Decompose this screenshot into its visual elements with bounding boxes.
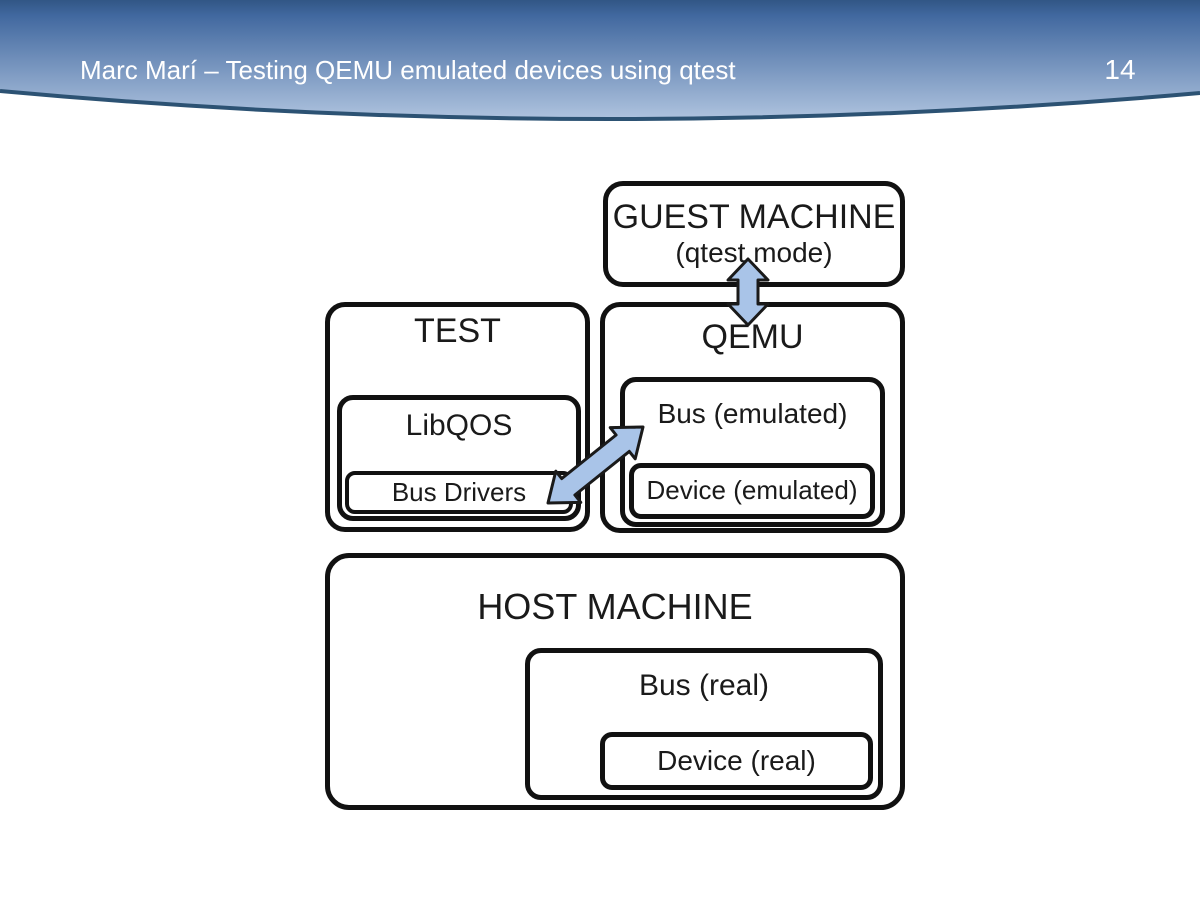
libqos-box: LibQOS Bus Drivers (337, 395, 581, 521)
test-box: TEST LibQOS Bus Drivers (325, 302, 590, 532)
header-curve-mask (0, 91, 1200, 135)
host-machine-title: HOST MACHINE (477, 586, 753, 627)
device-emulated-box: Device (emulated) (629, 463, 875, 519)
guest-machine-box: GUEST MACHINE (qtest mode) (603, 181, 905, 287)
bus-real-box: Bus (real) Device (real) (525, 648, 883, 800)
slide-title: Marc Marí – Testing QEMU emulated device… (80, 55, 736, 85)
device-emulated-label: Device (emulated) (646, 475, 858, 506)
header-banner (0, 0, 1200, 135)
bus-drivers-label: Bus Drivers (391, 476, 527, 507)
guest-machine-subtitle: (qtest mode) (675, 237, 833, 269)
bus-emulated-title: Bus (emulated) (657, 398, 848, 429)
bus-drivers-box: Bus Drivers (345, 471, 573, 514)
guest-machine-title: GUEST MACHINE (612, 198, 896, 237)
bus-emulated-box: Bus (emulated) Device (emulated) (620, 377, 885, 527)
header-curve-line (0, 89, 1200, 122)
page-number: 14 (1104, 54, 1136, 85)
libqos-title: LibQOS (405, 409, 513, 442)
test-title: TEST (414, 312, 501, 350)
bus-real-title: Bus (real) (638, 669, 770, 702)
device-real-label: Device (real) (657, 744, 816, 776)
device-real-box: Device (real) (600, 732, 873, 790)
host-machine-box: HOST MACHINE Bus (real) Device (real) (325, 553, 905, 810)
qemu-box: QEMU Bus (emulated) Device (emulated) (600, 302, 905, 533)
qemu-title: QEMU (701, 318, 804, 356)
